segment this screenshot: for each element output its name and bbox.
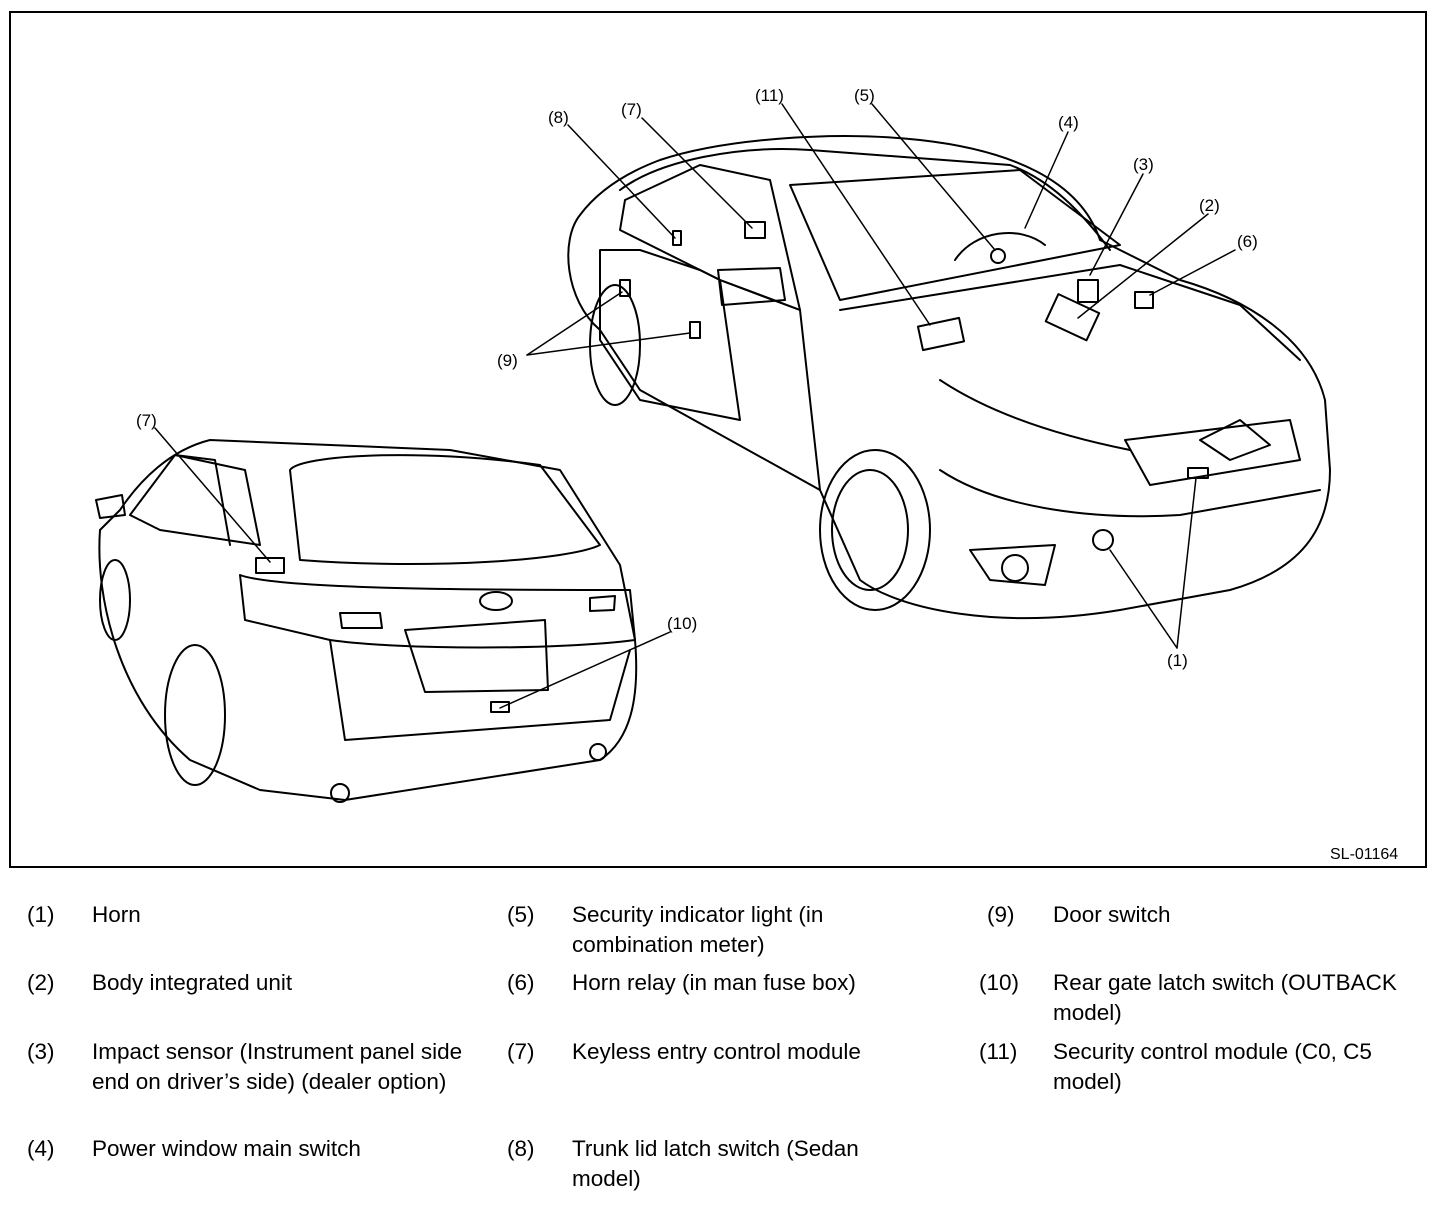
legend-text: Horn: [92, 902, 141, 927]
leader-lines: [154, 103, 1236, 709]
callout-3: (3): [1133, 155, 1154, 174]
figure-id: SL-01164: [1330, 846, 1399, 863]
legend-text: Power window main switch: [92, 1136, 361, 1161]
figure-frame: [9, 11, 1427, 868]
legend-num: (2): [27, 970, 55, 995]
vehicle-illustration: (8) (7) (11) (5) (4) (3) (2) (6) (9) (7)…: [95, 86, 1331, 803]
legend-num: (7): [507, 1039, 535, 1064]
legend-text: Trunk lid latch switch (Sedan model): [572, 1136, 859, 1191]
legend-text: Security indicator light (in combination…: [572, 902, 824, 957]
legend-text: Body integrated unit: [92, 970, 293, 995]
wagon-drawing: [95, 439, 638, 803]
callout-6: (6): [1237, 232, 1258, 251]
legend-text: Impact sensor (Instrument panel side end…: [92, 1039, 463, 1094]
legend-num: (3): [27, 1039, 55, 1064]
callout-7-wagon: (7): [136, 411, 157, 430]
legend-text: Horn relay (in man fuse box): [572, 970, 856, 995]
sedan-drawing: [567, 135, 1331, 620]
legend-num: (10): [979, 970, 1020, 995]
callout-1: (1): [1167, 651, 1188, 670]
legend-num: (5): [507, 902, 535, 927]
callout-labels: (8) (7) (11) (5) (4) (3) (2) (6) (9) (7)…: [136, 86, 1258, 670]
legend-text: Keyless entry control module: [572, 1039, 861, 1064]
legend-num: (9): [987, 902, 1015, 927]
callout-2: (2): [1199, 196, 1220, 215]
legend-text: Rear gate latch switch (OUTBACK model): [1053, 970, 1397, 1025]
callout-7: (7): [621, 100, 642, 119]
callout-10: (10): [667, 614, 697, 633]
legend-num: (1): [27, 902, 55, 927]
legend-num: (8): [507, 1136, 535, 1161]
legend-num: (4): [27, 1136, 55, 1161]
callout-4: (4): [1058, 113, 1079, 132]
callout-5: (5): [854, 86, 875, 105]
callout-8: (8): [548, 108, 569, 127]
legend: (1) Horn (2) Body integrated unit (3) Im…: [0, 896, 1456, 1196]
legend-text: Security control module (C0, C5 model): [1053, 1039, 1372, 1094]
callout-9: (9): [497, 351, 518, 370]
legend-text: Door switch: [1053, 902, 1171, 927]
callout-11: (11): [755, 86, 784, 105]
legend-num: (6): [507, 970, 535, 995]
legend-num: (11): [979, 1039, 1018, 1064]
